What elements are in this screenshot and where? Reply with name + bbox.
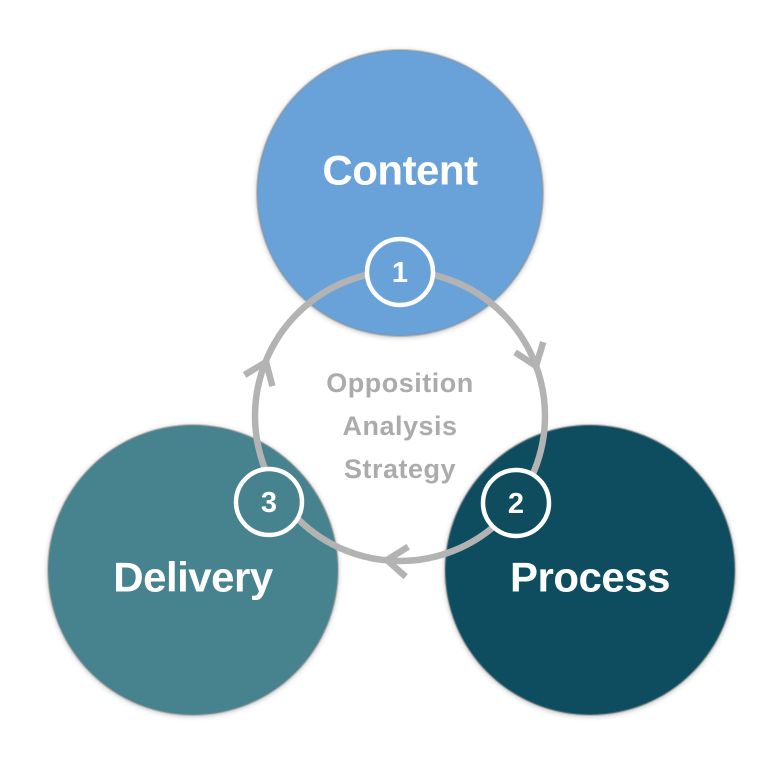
step-1-number: 1 (392, 257, 408, 289)
step-1-badge: 1 (364, 236, 436, 308)
center-text-block: Opposition Analysis Strategy (326, 368, 473, 484)
delivery-label: Delivery (113, 554, 274, 601)
step-3-number: 3 (261, 487, 277, 519)
step-1-badge-circle (364, 236, 436, 308)
content-circle (256, 49, 544, 337)
step-2-number: 2 (508, 488, 524, 520)
arrowhead-top-right-icon (513, 341, 547, 372)
step-3-badge-circle (233, 466, 305, 538)
step-3-badge: 3 (233, 466, 305, 538)
arrowhead-top-left-icon (242, 356, 276, 387)
step-2-badge-circle (480, 467, 552, 539)
center-text-line-1: Opposition (326, 368, 473, 398)
content-node: Content (256, 49, 544, 337)
delivery-node: Delivery (47, 424, 339, 716)
process-node: Process (444, 424, 736, 716)
arrowhead-bottom-icon (381, 544, 410, 580)
center-text-line-2: Analysis (342, 411, 457, 441)
process-label: Process (510, 554, 670, 601)
step-2-badge: 2 (480, 467, 552, 539)
content-label: Content (322, 147, 478, 194)
center-text-line-3: Strategy (344, 454, 456, 484)
